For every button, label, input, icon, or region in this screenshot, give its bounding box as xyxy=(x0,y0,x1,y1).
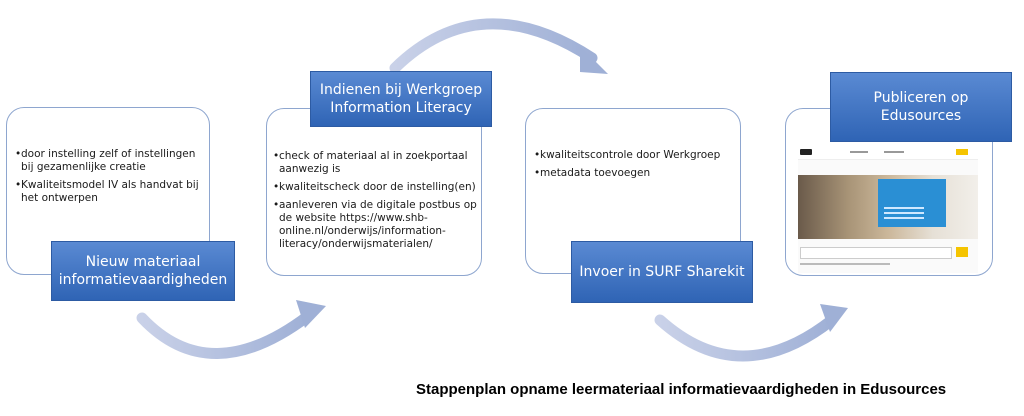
arrowhead-step3 xyxy=(580,46,608,74)
arrowhead-step4 xyxy=(820,304,848,332)
bullet: door instelling zelf of instellingen bij… xyxy=(15,148,201,174)
step1-title: Nieuw materiaal informatievaardigheden xyxy=(51,241,235,301)
bullet: metadata toevoegen xyxy=(534,167,734,180)
step3-bullets: kwaliteitscontrole door Werkgroep metada… xyxy=(534,149,734,185)
arrowhead-step2 xyxy=(296,300,326,328)
arrow-step1-to-step2 xyxy=(136,310,314,359)
bullet: Kwaliteitsmodel IV als handvat bij het o… xyxy=(15,179,201,205)
step3-title: Invoer in SURF Sharekit xyxy=(571,241,753,303)
diagram-caption: Stappenplan opname leermateriaal informa… xyxy=(416,381,947,398)
bullet: aanleveren via de digitale postbus op de… xyxy=(273,199,477,251)
bullet: kwaliteitscheck door de instelling(en) xyxy=(273,181,477,194)
edusources-screenshot xyxy=(798,145,978,273)
step1-bullets: door instelling zelf of instellingen bij… xyxy=(15,148,201,210)
step2-card: check of materiaal al in zoekportaal aan… xyxy=(266,108,482,276)
step4-title: Publiceren op Edusources xyxy=(830,72,1012,142)
bullet: kwaliteitscontrole door Werkgroep xyxy=(534,149,734,162)
step2-title: Indienen bij Werkgroep Information Liter… xyxy=(310,71,492,127)
bullet: check of materiaal al in zoekportaal aan… xyxy=(273,150,477,176)
step2-bullets: check of materiaal al in zoekportaal aan… xyxy=(273,150,477,256)
arrow-step3-to-step4 xyxy=(654,314,838,362)
arrow-step2-to-step3 xyxy=(389,18,598,74)
